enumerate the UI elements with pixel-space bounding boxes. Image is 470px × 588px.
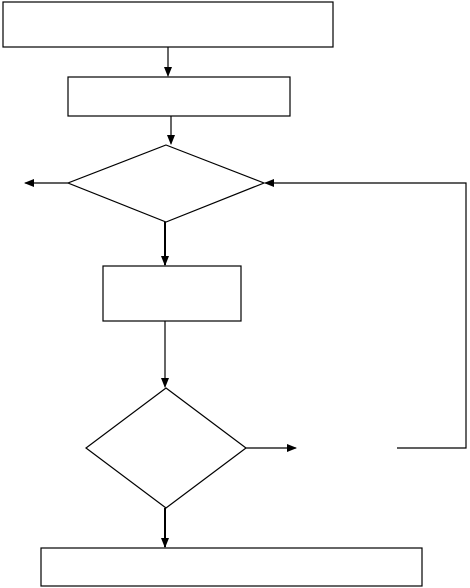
decision-1 <box>66 144 266 223</box>
process-box-2 <box>102 265 242 322</box>
end-box <box>40 547 423 587</box>
loop-back-connector <box>264 179 467 449</box>
process-box-1 <box>67 76 291 117</box>
decision-2 <box>85 387 247 509</box>
start-box <box>2 1 334 48</box>
